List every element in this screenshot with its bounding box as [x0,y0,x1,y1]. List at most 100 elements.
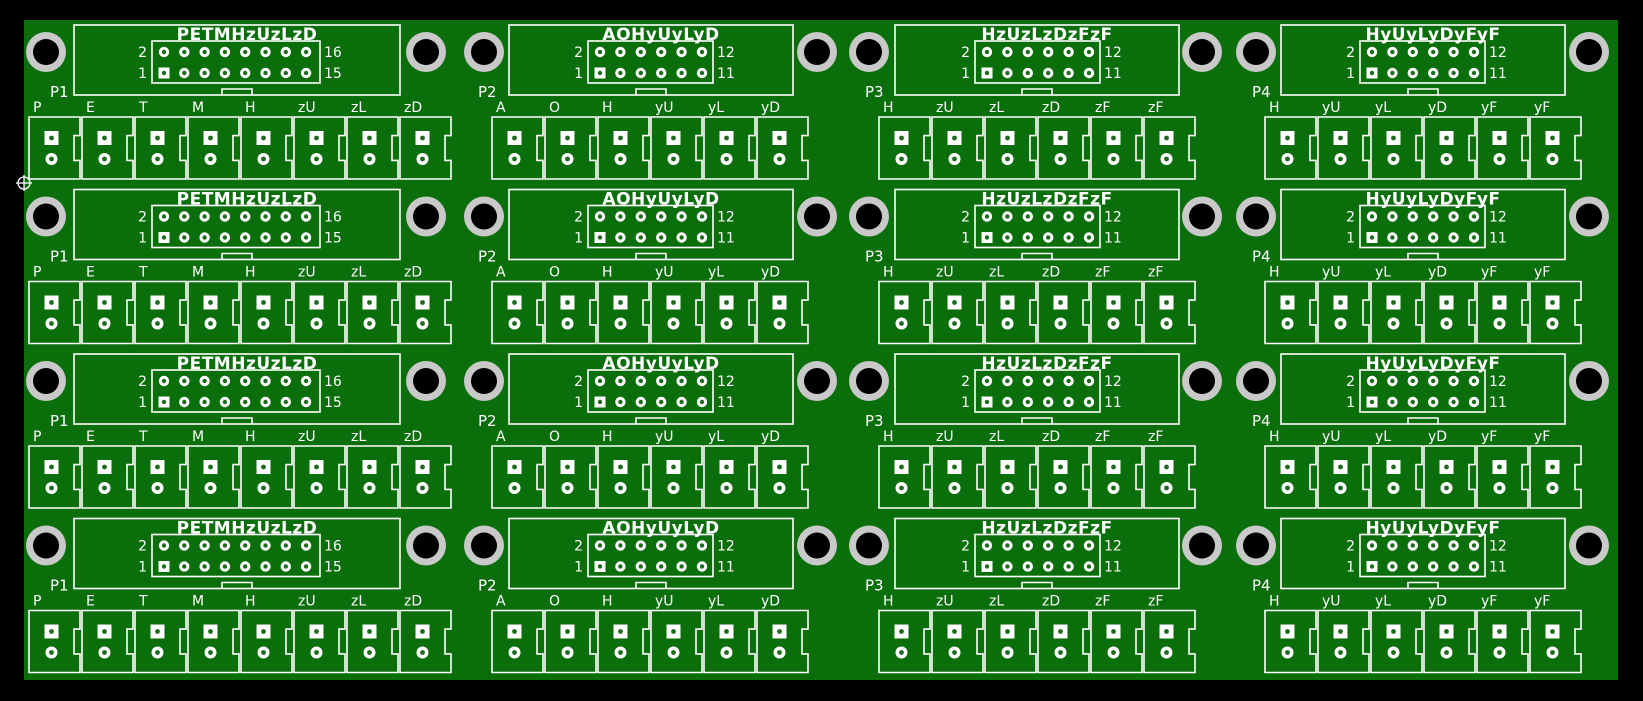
terminal-outline [1423,609,1476,674]
designator-label: P2 [478,577,497,595]
pin-drill [222,378,228,384]
header-label: HzUzLzDzFzF [981,25,1112,45]
terminal-drill [1164,156,1169,162]
pin-number-label: 2 [1346,210,1355,226]
terminal-drill [724,464,729,470]
terminal-label: A [496,265,506,281]
pin-number-label: 11 [717,395,735,411]
pin-drill [1431,235,1436,240]
header-label: HyUyLyDyFyF [1365,190,1500,210]
terminal-drill [1058,464,1063,470]
header-outline [73,353,401,425]
pin-drill [182,214,187,219]
header-key-notch [221,252,253,260]
pin-number-label: 2 [138,45,147,61]
mounting-hole [849,32,889,72]
terminal-outline [878,280,931,345]
terminal-drill [420,485,425,491]
terminal-connector: yD [1423,265,1476,345]
pin-drill [638,214,643,219]
pin-drill [182,564,187,569]
header-outline [1280,353,1566,425]
designator-label: P4 [1252,577,1271,595]
pin-number-label: 1 [961,560,970,576]
header-label: PETMHzUzLzD [177,519,318,539]
pin-number-label: 1 [1346,231,1355,247]
terminal-connector: yD [756,100,809,180]
terminal-connector: yL [1370,594,1423,674]
terminal-connector: H [597,100,650,180]
pin-field-outline [974,533,1101,578]
terminal-drill [1444,321,1449,326]
pin-drill [1451,564,1456,569]
pin-drill [638,70,643,76]
pin-field-outline [587,40,714,84]
terminal-drill [155,629,160,634]
terminal-connector: T [134,100,187,180]
terminal-outline [240,445,293,509]
pin-drill [1086,214,1092,219]
terminal-drill [565,464,570,470]
terminal-connector: yU [650,265,703,345]
terminal-connector: M [187,100,240,180]
terminal-drill [102,300,107,305]
header-key-notch [635,581,667,589]
terminal-label: zF [1095,429,1110,445]
terminal-drill [314,156,319,162]
terminal-drill [1497,485,1502,491]
terminal-outline [650,445,703,509]
pin-drill [984,378,990,384]
pin-number-label: 1 [1346,560,1355,576]
pin-number-label: 1 [138,66,147,82]
terminal-connector: E [81,594,134,674]
pin-drill [1369,399,1375,405]
terminal-connector: P [28,429,81,509]
pin-drill [1025,378,1031,384]
pin-drill [1005,399,1010,405]
header-outline [1280,188,1566,261]
terminal-drill [1005,629,1010,634]
pin-drill [1066,543,1071,548]
terminal-drill [952,485,957,491]
pin-drill [659,543,664,548]
pin-drill [1410,564,1416,569]
terminal-drill [314,300,319,305]
pin-field-outline [151,204,321,249]
terminal-drill [1058,300,1063,305]
designator-label: P1 [50,577,69,595]
terminal-connector: zF [1090,429,1143,509]
terminal-label: H [883,594,894,610]
terminal-connector: M [187,594,240,674]
terminal-connector: yU [650,429,703,509]
pin-drill [1025,564,1031,569]
pin-number-label: 15 [324,560,342,576]
terminal-label: zF [1148,429,1163,445]
terminal-label: zD [404,594,422,610]
designator-label: P3 [865,83,884,101]
pin-drill [182,543,187,548]
pin-drill [1390,564,1395,569]
mounting-hole [26,196,66,237]
terminal-drill [208,629,213,634]
terminal-outline [756,280,809,345]
terminal-outline [1476,280,1529,345]
header-key-notch [1021,252,1053,260]
mounting-hole [1569,525,1609,566]
terminal-label: yF [1481,594,1497,610]
designator-label: P3 [865,412,884,430]
mount-drill [413,39,439,65]
pin-drill [283,564,288,569]
mount-drill [856,39,882,65]
terminal-connector: P [28,265,81,345]
terminal-outline [1037,116,1090,180]
designator-label: P2 [478,83,497,101]
terminal-connector: zL [984,429,1037,509]
pin-drill [202,214,207,219]
terminal-outline [1370,445,1423,509]
terminal-outline [240,280,293,345]
mounting-hole [797,361,837,401]
pin-drill [1046,378,1051,384]
terminal-outline [28,116,81,180]
terminal-label: yL [708,100,724,116]
